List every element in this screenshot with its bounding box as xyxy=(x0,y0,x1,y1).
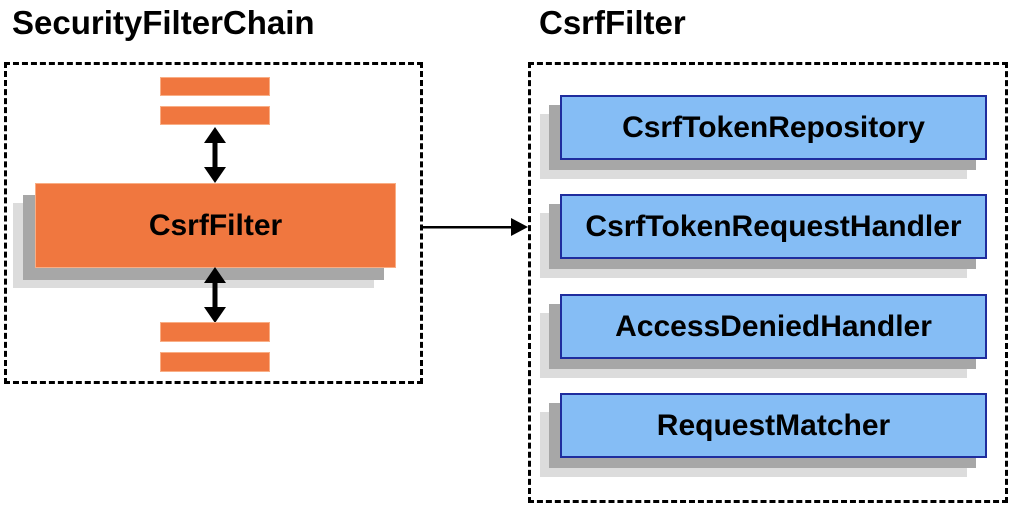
security-filter-chain-group xyxy=(4,62,423,384)
csrf-filter-title: CsrfFilter xyxy=(539,4,686,41)
component-box-csrf-token-repository: CsrfTokenRepository xyxy=(560,95,987,160)
component-box-request-matcher: RequestMatcher xyxy=(560,393,987,458)
component-label: AccessDeniedHandler xyxy=(615,309,932,343)
component-label: RequestMatcher xyxy=(656,408,891,442)
component-label: CsrfTokenRepository xyxy=(622,110,925,144)
component-label: CsrfTokenRequestHandler xyxy=(585,209,962,243)
filter-bar xyxy=(160,352,270,372)
csrf-filter-group xyxy=(528,62,1008,503)
filter-bar xyxy=(160,77,270,96)
double-arrow-icon xyxy=(204,267,226,323)
filter-bar xyxy=(160,322,270,342)
security-filter-chain-title: SecurityFilterChain xyxy=(12,4,315,41)
double-arrow-icon xyxy=(204,127,226,183)
csrf-filter-box: CsrfFilter xyxy=(35,183,396,268)
component-box-csrf-token-request-handler: CsrfTokenRequestHandler xyxy=(560,194,987,259)
csrf-filter-box-label: CsrfFilter xyxy=(148,208,283,242)
filter-bar xyxy=(160,106,270,125)
flow-arrow-icon xyxy=(423,218,528,236)
component-box-access-denied-handler: AccessDeniedHandler xyxy=(560,294,987,359)
